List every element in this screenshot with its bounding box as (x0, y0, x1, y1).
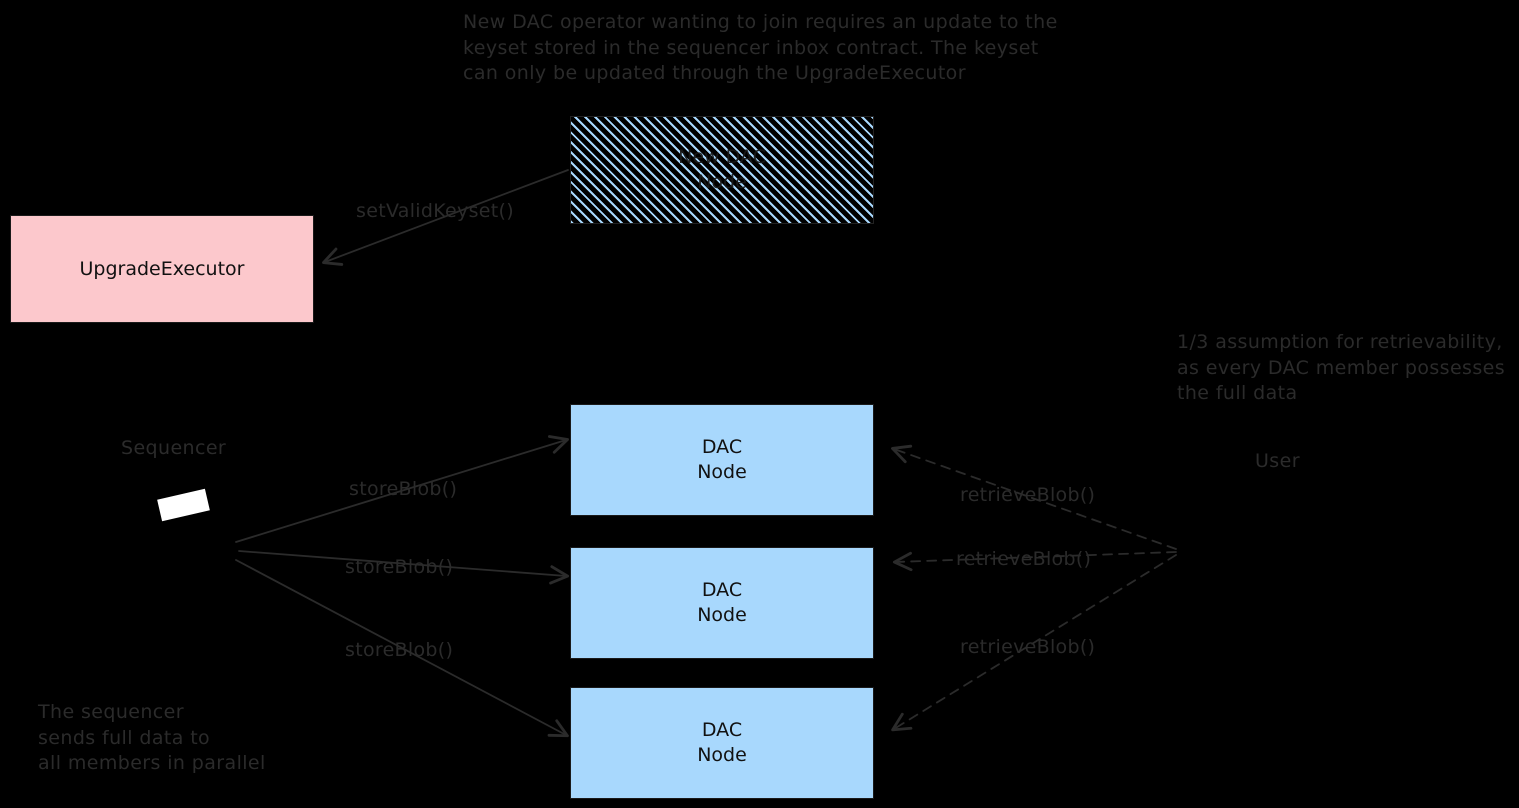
node-new-dac-node[interactable]: New DAC Node (570, 116, 874, 224)
edge-label-retrieve-blob-3: retrieveBlob() (960, 636, 1096, 658)
edge-label-store-blob-3: storeBlob() (345, 639, 454, 661)
edge-retrieve-blob-1 (891, 444, 1177, 550)
actor-sequencer-label: Sequencer (121, 437, 227, 459)
note-sequencer-parallel: The sequencer sends full data to all mem… (38, 701, 266, 774)
edge-store-blob-3 (235, 559, 569, 738)
edge-label-store-blob-1: storeBlob() (349, 478, 458, 500)
edge-label-retrieve-blob-2: retrieveBlob() (956, 548, 1092, 570)
edge-label-store-blob-2: storeBlob() (345, 556, 454, 578)
edge-label-retrieve-blob-1: retrieveBlob() (960, 484, 1096, 506)
actor-user-label: User (1255, 450, 1300, 472)
edge-retrieve-blob-3 (891, 554, 1177, 732)
edge-set-valid-keyset (322, 169, 569, 266)
note-new-dac-operator: New DAC operator wanting to join require… (463, 11, 1058, 84)
node-dac-node-2[interactable]: DAC Node (570, 547, 874, 659)
edge-label-set-valid-keyset: setValidKeyset() (356, 200, 514, 222)
node-dac-node-1[interactable]: DAC Node (570, 404, 874, 516)
note-retrievability: 1/3 assumption for retrievability, as ev… (1177, 331, 1506, 404)
edge-retrieve-blob-2 (892, 551, 1177, 572)
node-upgrade-executor-label: UpgradeExecutor (79, 257, 245, 280)
edge-store-blob-1 (235, 435, 569, 543)
node-new-dac-node-label: New DAC Node (678, 146, 766, 193)
edge-store-blob-2 (238, 550, 570, 585)
node-upgrade-executor[interactable]: UpgradeExecutor (10, 215, 314, 323)
node-dac-node-3[interactable]: DAC Node (570, 687, 874, 799)
node-dac-node-1-label: DAC Node (697, 436, 747, 483)
node-dac-node-2-label: DAC Node (697, 579, 747, 626)
node-dac-node-3-label: DAC Node (697, 719, 747, 766)
